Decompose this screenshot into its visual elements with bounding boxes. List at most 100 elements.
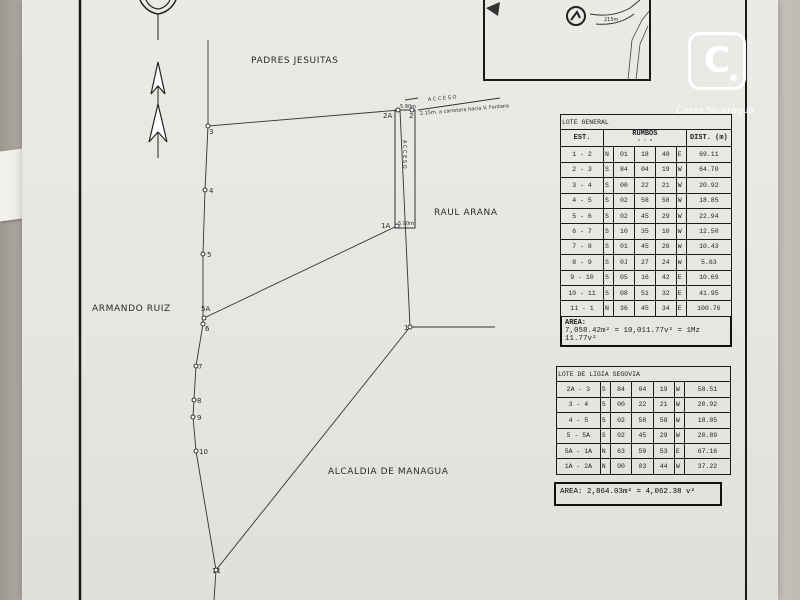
station-1-label: 1 [404, 324, 408, 332]
cell-degrees: 63 [609, 442, 633, 460]
north-arrow-icon [139, 0, 177, 158]
cell-degrees: 00 [609, 396, 633, 414]
cell-bearing-ns: N [603, 146, 614, 163]
cell-seconds: 58 [654, 192, 677, 209]
access-distance-note: 2.15m. a carretera hacia V. Fontana [420, 103, 510, 117]
cell-minutes: 35 [633, 223, 656, 240]
station-markers [190, 107, 415, 573]
cell-bearing-ns: S [603, 207, 614, 225]
station-11-label: 11 [212, 567, 221, 575]
station-7-label: 7 [198, 363, 202, 371]
station-6-marker [200, 321, 206, 327]
cell-bearing-ew: E [675, 300, 687, 317]
cell-degrees: 01 [612, 238, 635, 256]
cell-minutes: 45 [633, 300, 656, 317]
cell-degrees: 02 [612, 192, 635, 209]
station-labels: 1 1A 2 2A 3 4 5 5A 6 7 8 9 10 11 [197, 112, 413, 575]
cell-bearing-ew: W [675, 238, 687, 256]
cell-station: 3 - 4 [556, 396, 601, 414]
cell-seconds: 32 [654, 284, 677, 302]
cell-bearing-ew: E [675, 146, 687, 163]
cell-distance: 58.51 [683, 381, 732, 398]
cell-distance: 41.95 [685, 284, 733, 302]
north-neighbour-label: PADRES JESUITAS [251, 56, 338, 66]
cell-bearing-ns: N [603, 300, 614, 317]
cell-distance: 10.43 [685, 238, 733, 256]
cell-seconds: 29 [654, 207, 677, 225]
cell-degrees: 0J [612, 254, 635, 271]
cell-bearing-ew: E [675, 284, 687, 302]
station-3-marker [205, 123, 211, 129]
cell-degrees: 84 [612, 161, 635, 179]
cell-bearing-ns: S [603, 254, 614, 271]
cell-minutes: 58 [631, 412, 654, 429]
cell-station: 11 - 1 [559, 300, 605, 317]
cell-bearing-ew: E [673, 442, 685, 460]
station-2-label: 2 [409, 112, 413, 120]
cell-distance: 18.85 [685, 192, 733, 209]
station-1a-label: 1A [381, 222, 390, 230]
lote-segovia-area: AREA: 2,864.03m² = 4,062.38 v² [554, 482, 722, 506]
station-2-marker [409, 107, 415, 113]
casas-nicaragua-logo: C [688, 32, 746, 90]
cell-bearing-ew: E [675, 269, 687, 286]
cell-distance: 20.89 [683, 427, 732, 444]
station-10-label: 10 [199, 448, 208, 456]
access-strip-label: A C C E S O [401, 140, 407, 169]
cell-seconds: 48 [654, 146, 677, 163]
station-6-label: 6 [205, 325, 210, 333]
access-width-mid: 5.90m [398, 221, 414, 227]
cell-station: 10 - 11 [559, 284, 605, 302]
inset-scale-label: 215m [604, 17, 619, 23]
access-road-label: A C C E S O [428, 95, 457, 103]
cell-bearing-ns: S [603, 238, 614, 256]
cell-station: 2A - 3 [556, 381, 601, 398]
cell-station: 2 - 3 [559, 161, 605, 179]
station-2a-label: 2A [383, 112, 392, 120]
location-inset-map: 215m [483, 0, 651, 81]
cell-bearing-ew: W [673, 412, 685, 429]
cell-distance: 10.69 [685, 269, 733, 286]
cell-degrees: 10 [612, 223, 635, 240]
cell-degrees: 02 [612, 207, 635, 225]
cell-bearing-ns: S [599, 396, 611, 414]
cell-distance: 18.85 [683, 412, 732, 429]
cell-distance: 100.76 [685, 300, 733, 317]
cell-bearing-ew: W [675, 161, 687, 179]
cell-degrees: 00 [612, 177, 635, 194]
inset-marker-icon [566, 6, 586, 26]
west-neighbour-label: ARMANDO RUIZ [92, 304, 171, 314]
station-5-marker [200, 251, 206, 257]
cell-bearing-ew: W [673, 427, 685, 444]
cell-minutes: 16 [633, 269, 656, 286]
cell-bearing-ew: W [673, 458, 685, 475]
cell-station: 5 - 5A [556, 427, 601, 444]
cell-bearing-ew: W [675, 192, 687, 209]
cell-seconds: 19 [652, 381, 675, 398]
cell-station: 1A - 2A [556, 458, 601, 475]
cell-distance: 5.63 [685, 254, 733, 271]
cell-station: 1 - 2 [559, 146, 605, 163]
lote-general-area: AREA: 7,058.42m² = 10,011.77v² = 1Mz 11.… [560, 316, 732, 347]
lote-segovia-title: LOTE DE LIGIA SEGOVIA [556, 365, 731, 383]
cell-bearing-ew: W [675, 177, 687, 194]
cell-bearing-ew: W [673, 396, 685, 414]
cell-station: 4 - 5 [556, 412, 601, 429]
cell-seconds: 21 [654, 177, 677, 194]
cell-seconds: 29 [652, 427, 675, 444]
cell-bearing-ns: S [603, 161, 614, 179]
header-dist: DIST. (m) [685, 129, 733, 148]
cell-station: 4 - 5 [559, 192, 605, 209]
cell-minutes: 58 [633, 192, 656, 209]
cell-bearing-ns: S [603, 284, 614, 302]
station-1-marker [407, 324, 413, 330]
cell-degrees: 84 [609, 381, 633, 398]
cell-distance: 20.92 [683, 396, 732, 414]
